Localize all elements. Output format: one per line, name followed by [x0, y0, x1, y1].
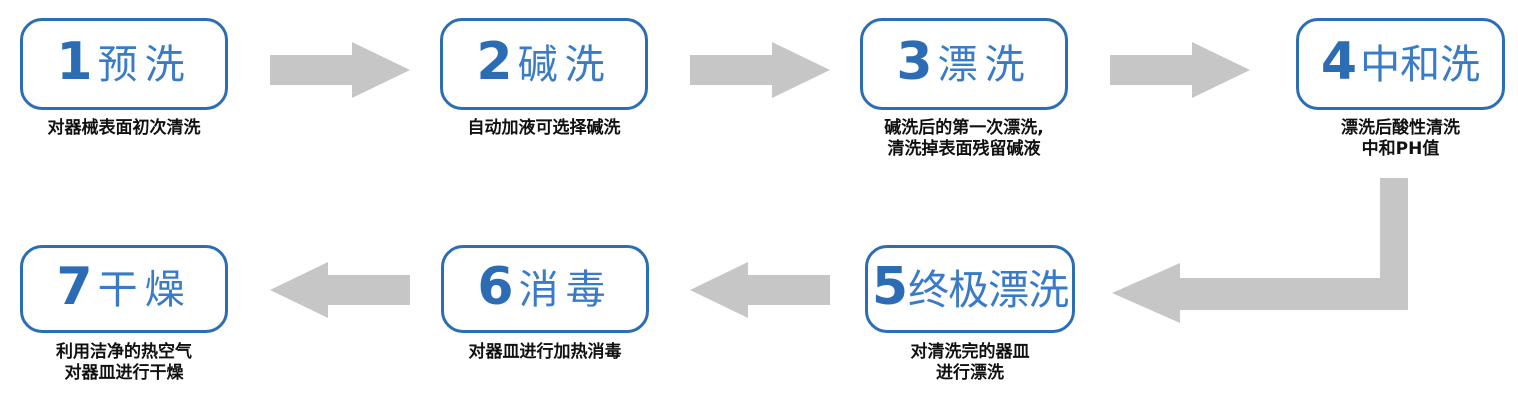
- step-label-7: 干燥: [97, 267, 192, 313]
- step-number-6: 6: [477, 257, 514, 317]
- arrow-left-icon: [690, 262, 830, 318]
- step-box-7[interactable]: 7 干燥: [20, 245, 228, 333]
- arrow-right-icon: [1110, 42, 1250, 98]
- arrow-1-to-2: [270, 42, 410, 98]
- step-caption-3: 碱洗后的第一次漂洗, 清洗掉表面残留碱液: [884, 118, 1044, 160]
- arrow-2-to-3: [690, 42, 830, 98]
- step-label-4: 中和洗: [1360, 42, 1481, 88]
- arrow-4-to-5: [1112, 178, 1408, 323]
- arrow-3-to-4: [1110, 42, 1250, 98]
- step-caption-2: 自动加液可选择碱洗: [467, 118, 621, 138]
- step-caption-4: 漂洗后酸性清洗 中和PH值: [1341, 118, 1460, 160]
- step-number-7: 7: [56, 257, 93, 317]
- step-caption-7: 利用洁净的热空气 对器皿进行干燥: [56, 342, 192, 384]
- step-label-3: 漂洗: [937, 42, 1032, 88]
- arrow-5-to-6: [690, 262, 830, 318]
- step-box-6[interactable]: 6 消毒: [441, 245, 649, 333]
- step-box-1[interactable]: 1 预洗: [20, 18, 228, 110]
- arrow-elbow-down-left-icon: [1112, 178, 1408, 323]
- step-box-5[interactable]: 5 终极漂洗: [865, 245, 1075, 333]
- step-number-3: 3: [896, 32, 933, 92]
- step-box-2[interactable]: 2 碱洗: [440, 18, 648, 110]
- arrow-right-icon: [270, 42, 410, 98]
- step-caption-1: 对器械表面初次清洗: [47, 118, 201, 138]
- step-label-1: 预洗: [97, 42, 192, 88]
- step-caption-5: 对清洗完的器皿 进行漂洗: [910, 342, 1030, 384]
- step-number-1: 1: [56, 32, 93, 92]
- arrow-right-icon: [690, 42, 830, 98]
- arrow-6-to-7: [270, 262, 410, 318]
- step-label-6: 消毒: [518, 267, 613, 313]
- step-number-2: 2: [476, 32, 513, 92]
- step-label-2: 碱洗: [517, 42, 612, 88]
- step-box-4[interactable]: 4 中和洗: [1296, 18, 1505, 110]
- step-box-3[interactable]: 3 漂洗: [860, 18, 1068, 110]
- step-label-5: 终极漂洗: [908, 265, 1069, 314]
- step-number-4: 4: [1320, 32, 1358, 92]
- step-number-5: 5: [871, 257, 909, 317]
- step-caption-6: 对器皿进行加热消毒: [468, 342, 622, 362]
- arrow-left-icon: [270, 262, 410, 318]
